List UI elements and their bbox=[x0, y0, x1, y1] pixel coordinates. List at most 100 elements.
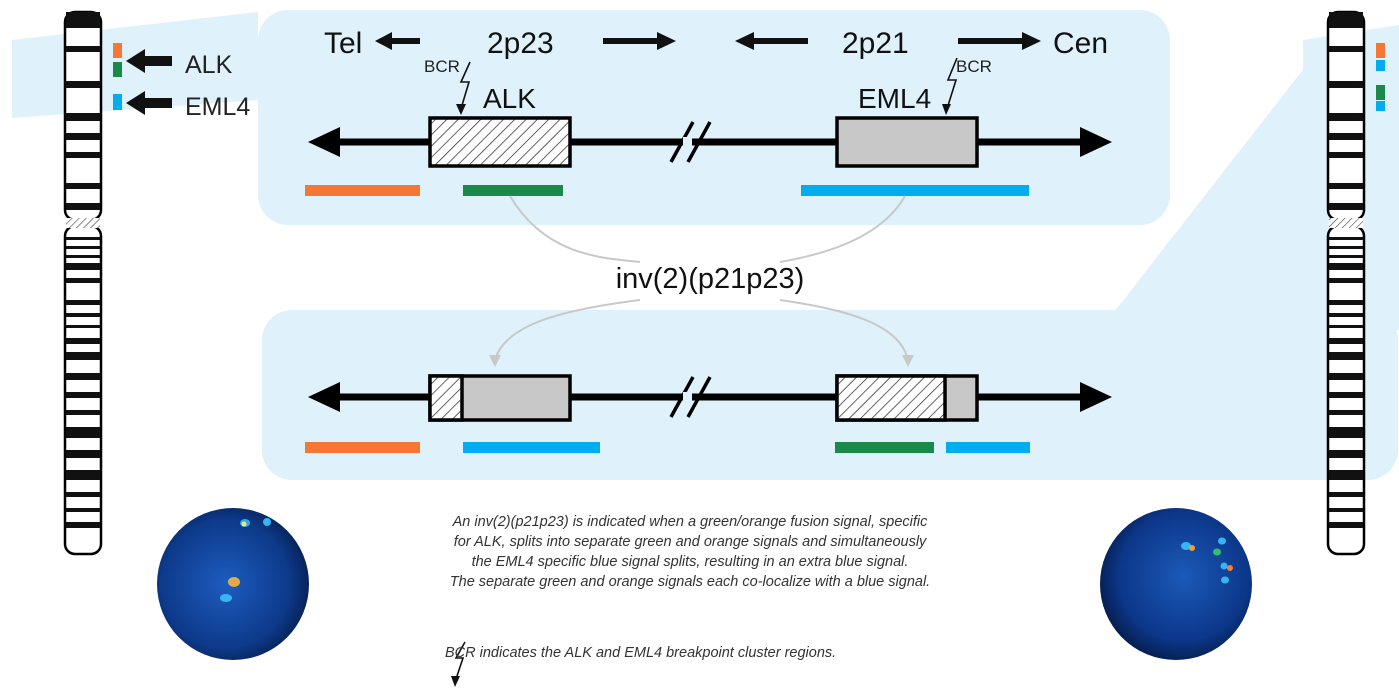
eml4-gene-label: EML4 bbox=[858, 83, 931, 114]
chromosome-band bbox=[1329, 492, 1363, 497]
blue-probe-bar bbox=[801, 185, 1029, 196]
chromosome-band bbox=[1329, 246, 1363, 249]
chromosome-band bbox=[1329, 81, 1363, 88]
arrow-right-icon bbox=[958, 32, 1041, 50]
arrowhead-icon bbox=[902, 355, 914, 367]
centromere bbox=[66, 218, 100, 228]
chromosome-band bbox=[66, 492, 100, 497]
blue-probe-bar bbox=[463, 442, 600, 453]
left-chromosome bbox=[63, 10, 103, 556]
caption-line: The separate green and orange signals ea… bbox=[449, 574, 931, 590]
chromosome-band bbox=[1329, 113, 1363, 121]
caption-line: the EML4 specific blue signal splits, re… bbox=[471, 554, 909, 570]
inverted-gene-map bbox=[308, 374, 1112, 422]
chromosome-band bbox=[1329, 450, 1363, 458]
chromosome-band bbox=[1329, 46, 1363, 52]
inverted-fish-cell-image bbox=[1100, 508, 1252, 660]
chromosome-band bbox=[1329, 203, 1363, 210]
bcr-label-alk: BCR bbox=[424, 57, 460, 76]
chromosome-band bbox=[66, 392, 100, 398]
normal-fish-cell-image bbox=[157, 508, 309, 660]
chromosome-band bbox=[1329, 133, 1363, 140]
legend-alk-label: ALK bbox=[185, 51, 233, 79]
right-orange-mark bbox=[1376, 43, 1385, 58]
chromosome-q-arm bbox=[63, 224, 103, 556]
chromosome-band bbox=[66, 338, 100, 344]
chromosome-q-arm bbox=[1326, 224, 1366, 556]
right-green-mark bbox=[1376, 85, 1385, 100]
caption-line: An inv(2)(p21p23) is indicated when a gr… bbox=[452, 514, 928, 530]
chromosome-band bbox=[1329, 373, 1363, 380]
alk-gene-label: ALK bbox=[483, 83, 536, 114]
arrow-left-icon bbox=[375, 32, 420, 50]
lightning-bcr-icon bbox=[456, 61, 471, 115]
alk-green-mark bbox=[113, 62, 122, 77]
chromosome-band bbox=[1329, 263, 1363, 270]
chromosome-band bbox=[66, 46, 100, 52]
caption-line: for ALK, splits into separate green and … bbox=[453, 534, 927, 550]
chromosome-band bbox=[66, 113, 100, 121]
chromosome-band bbox=[66, 410, 100, 415]
chromosome-band bbox=[1329, 508, 1363, 512]
chromosome-band bbox=[66, 522, 100, 528]
right-blue-mark bbox=[1376, 101, 1385, 111]
lightning-bcr-icon bbox=[451, 641, 466, 687]
bcr-label-eml4: BCR bbox=[956, 57, 992, 76]
chromosome-band bbox=[1329, 410, 1363, 415]
inversion-label: inv(2)(p21p23) bbox=[616, 263, 805, 295]
chromosome-band bbox=[66, 373, 100, 380]
alk-gene-box bbox=[428, 116, 572, 168]
arrowhead-icon bbox=[489, 355, 501, 367]
orange-probe-bar bbox=[305, 185, 420, 196]
chromosome-band bbox=[66, 183, 100, 189]
blue-probe-bar bbox=[946, 442, 1030, 453]
chromosome-band bbox=[1329, 352, 1363, 360]
chromosome-band bbox=[1329, 237, 1363, 240]
chromosome-band bbox=[1329, 427, 1363, 438]
normal-gene-map bbox=[308, 116, 1112, 168]
chromosome-band bbox=[66, 81, 100, 88]
green-probe-bar bbox=[835, 442, 934, 453]
band-2p23-label: 2p23 bbox=[487, 27, 554, 60]
chromosome-band bbox=[66, 278, 100, 283]
chromosome-band bbox=[66, 203, 100, 210]
bcr-note-text: BCR indicates the ALK and EML4 breakpoin… bbox=[445, 645, 837, 661]
chromosome-band bbox=[1329, 152, 1363, 158]
lightning-bcr-icon bbox=[942, 57, 958, 115]
chromosome-band bbox=[66, 300, 100, 305]
arrow-left-icon bbox=[126, 49, 172, 73]
chromosome-band bbox=[1329, 255, 1363, 258]
arrow-left-icon bbox=[126, 91, 172, 115]
chromosome-band bbox=[1329, 338, 1363, 344]
alk-orange-mark bbox=[113, 43, 122, 58]
chromosome-band bbox=[1329, 313, 1363, 317]
cen-label: Cen bbox=[1053, 27, 1108, 60]
chromosome-band bbox=[66, 255, 100, 258]
tel-label: Tel bbox=[324, 27, 362, 60]
chromosome-band bbox=[66, 263, 100, 270]
chromosome-band bbox=[1329, 522, 1363, 528]
orange-probe-bar bbox=[305, 442, 420, 453]
chromosome-band bbox=[66, 352, 100, 360]
chromosome-band bbox=[66, 450, 100, 458]
legend-eml4-label: EML4 bbox=[185, 93, 250, 121]
chromosome-band bbox=[1329, 392, 1363, 398]
chromosome-band bbox=[1329, 278, 1363, 283]
chromosome-band bbox=[1329, 12, 1363, 28]
chromosome-band bbox=[1329, 300, 1363, 305]
chromosome-band bbox=[66, 427, 100, 438]
chromosome-band bbox=[1329, 183, 1363, 189]
chromosome-band bbox=[1329, 325, 1363, 328]
chromosome-band bbox=[66, 325, 100, 328]
chromosome-band bbox=[66, 508, 100, 512]
break-mark bbox=[669, 121, 712, 163]
chromosome-band bbox=[66, 152, 100, 158]
eml4-gene-box bbox=[835, 116, 979, 168]
right-chromosome bbox=[1326, 10, 1366, 556]
arrow-right-icon bbox=[603, 32, 676, 50]
chromosome-band bbox=[66, 313, 100, 317]
connector-lines bbox=[494, 195, 909, 361]
centromere bbox=[1329, 218, 1363, 228]
break-mark bbox=[669, 376, 712, 418]
